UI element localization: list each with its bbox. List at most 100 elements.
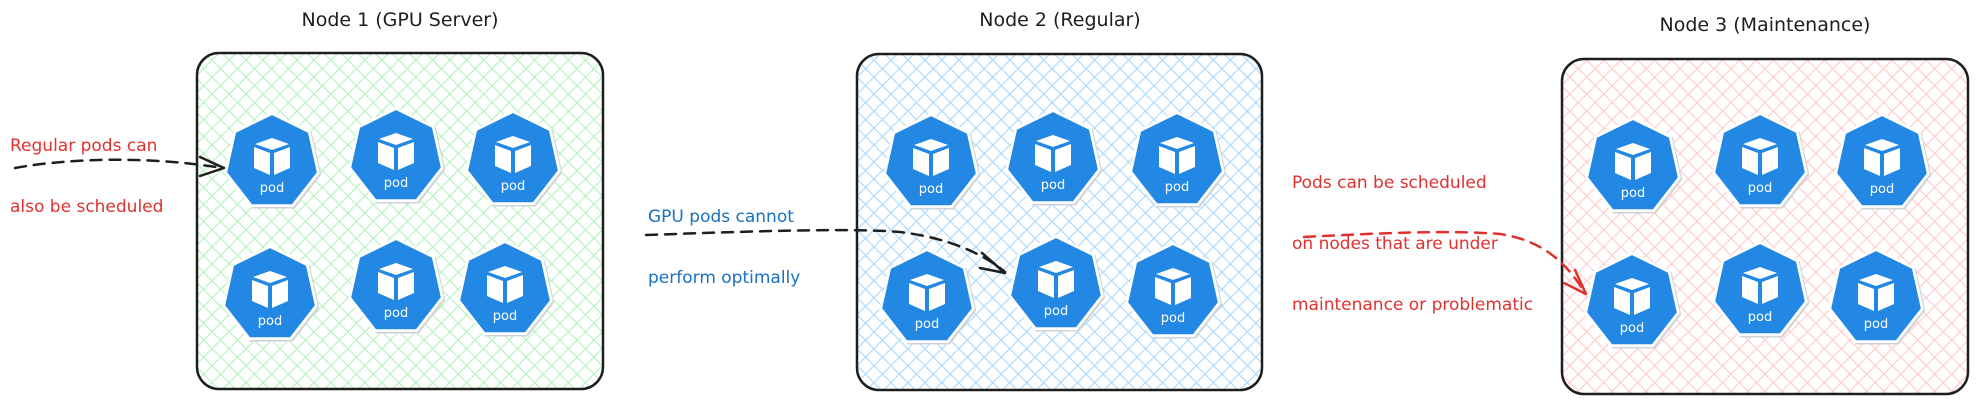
arrow-regular-pods: [13, 155, 226, 178]
pod-label: pod: [1748, 181, 1772, 196]
pod-label: pod: [1621, 186, 1645, 201]
cube-icon: [378, 263, 414, 300]
pod-body: [1588, 120, 1678, 210]
arrow-line: [644, 228, 1007, 274]
pod-body: [1715, 244, 1805, 334]
cube-icon: [1159, 137, 1195, 174]
annotation-line: perform optimally: [648, 267, 801, 288]
arrow-line: [1302, 230, 1587, 295]
node-2-title: Node 2 (Regular): [979, 9, 1141, 31]
cube-icon: [487, 266, 523, 303]
pod-label: pod: [258, 314, 282, 329]
pod-icon: pod: [879, 248, 977, 345]
arrow-head: [198, 155, 226, 178]
pod-body: [1587, 255, 1677, 345]
pod-label: pod: [1870, 182, 1894, 197]
cube-icon: [1742, 267, 1778, 304]
annotation-line: also be scheduled: [10, 196, 164, 217]
pod-icon: pod: [465, 110, 563, 207]
arrow-line: [13, 158, 224, 170]
node-2: pod pod pod pod pod pod: [855, 52, 1264, 392]
node-2-pods: pod pod pod pod pod pod: [879, 109, 1227, 345]
pod-body: [460, 243, 550, 333]
pod-label: pod: [1041, 178, 1065, 193]
pod-body: [1008, 112, 1098, 202]
cube-icon: [1038, 261, 1074, 298]
pod-label: pod: [493, 309, 517, 324]
cube-icon: [252, 271, 288, 308]
pod-label: pod: [915, 317, 939, 332]
pod-icon: pod: [883, 113, 981, 210]
annotation-maintenance-pods: Pods can be scheduled on nodes that are …: [1292, 132, 1533, 336]
pod-label: pod: [384, 306, 408, 321]
cube-icon: [1155, 268, 1191, 305]
pod-body: [1132, 114, 1222, 204]
pod-body: [227, 115, 317, 205]
cube-icon: [1614, 278, 1650, 315]
pod-body: [886, 116, 976, 206]
pod-label: pod: [919, 182, 943, 197]
pod-icon: pod: [1584, 252, 1682, 349]
cube-icon: [1742, 138, 1778, 175]
cube-icon: [495, 136, 531, 173]
cube-icon: [913, 139, 949, 176]
cube-icon: [1035, 135, 1071, 172]
pod-body: [351, 110, 441, 200]
arrow-maintenance-pods: [1302, 230, 1588, 296]
annotation-regular-pods: Regular pods can also be scheduled: [10, 95, 163, 238]
pod-body: [351, 240, 441, 330]
node-3: pod pod pod pod pod pod: [1560, 57, 1970, 396]
pod-body: [468, 113, 558, 203]
pod-label: pod: [501, 179, 525, 194]
annotation-line: Regular pods can: [10, 135, 158, 156]
pod-icon: pod: [1712, 112, 1810, 209]
pod-icon: pod: [222, 245, 320, 342]
pod-body: [1128, 245, 1218, 335]
pod-icon: pod: [457, 240, 555, 337]
pod-icon: pod: [1712, 241, 1810, 338]
node-1-title: Node 1 (GPU Server): [301, 9, 499, 31]
cube-icon: [1615, 143, 1651, 180]
pod-icon: pod: [1125, 242, 1223, 339]
pod-icon: pod: [224, 112, 322, 209]
cube-icon: [1858, 274, 1894, 311]
annotation-line: GPU pods cannot: [648, 206, 794, 227]
pod-label: pod: [1161, 311, 1185, 326]
arrow-head: [1562, 268, 1588, 296]
pod-label: pod: [1165, 180, 1189, 195]
pod-label: pod: [260, 181, 284, 196]
annotation-line: maintenance or problematic: [1292, 295, 1534, 316]
arrow-head: [978, 251, 1007, 275]
pod-body: [1831, 251, 1921, 341]
cube-icon: [378, 133, 414, 170]
annotation-line: on nodes that are under: [1292, 233, 1498, 254]
node-3-pods: pod pod pod pod pod pod: [1584, 112, 1932, 349]
pod-label: pod: [384, 176, 408, 191]
pod-body: [225, 248, 315, 338]
pod-icon: pod: [1828, 248, 1926, 345]
node-1: pod pod pod pod pod pod: [195, 51, 605, 391]
pod-body: [1837, 116, 1927, 206]
pod-icon: pod: [348, 107, 446, 204]
pod-body: [1011, 238, 1101, 328]
pod-icon: pod: [1585, 117, 1683, 214]
cube-icon: [1864, 139, 1900, 176]
node-1-pods: pod pod pod pod pod pod: [222, 107, 563, 342]
pod-icon: pod: [1129, 111, 1227, 208]
pod-label: pod: [1044, 304, 1068, 319]
cube-icon: [909, 274, 945, 311]
node-3-title: Node 3 (Maintenance): [1659, 14, 1871, 36]
pod-icon: pod: [348, 237, 446, 334]
pod-icon: pod: [1005, 109, 1103, 206]
pod-label: pod: [1864, 317, 1888, 332]
cube-icon: [254, 138, 290, 175]
pod-label: pod: [1748, 310, 1772, 325]
pod-body: [882, 251, 972, 341]
annotation-line: Pods can be scheduled: [1292, 172, 1487, 193]
arrow-gpu-pods: [644, 228, 1007, 275]
pod-icon: pod: [1834, 113, 1932, 210]
annotation-gpu-pods: GPU pods cannot perform optimally: [648, 166, 800, 309]
pod-icon: pod: [1008, 235, 1106, 332]
pod-label: pod: [1620, 321, 1644, 336]
